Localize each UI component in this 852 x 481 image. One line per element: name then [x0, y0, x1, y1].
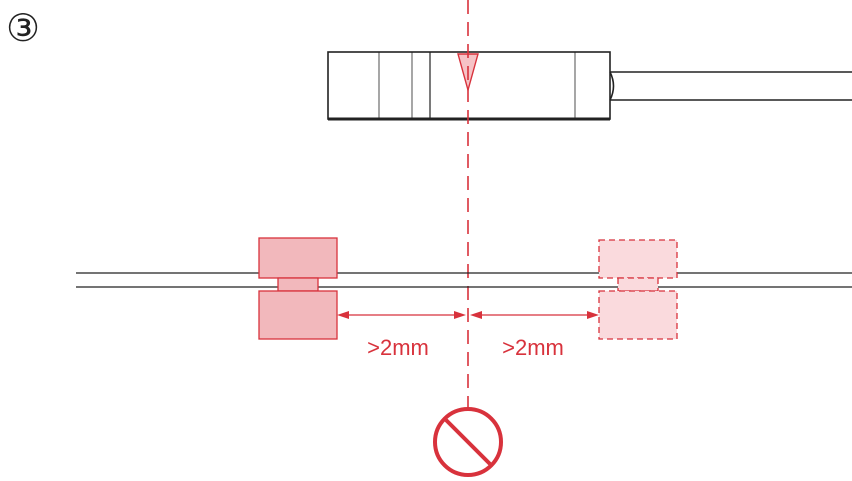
sensor-head: [327, 51, 852, 121]
sensor-cable: [609, 71, 852, 101]
prohibited-icon: [433, 407, 503, 477]
tag-right-ghost: [598, 239, 678, 340]
tag-left: [258, 237, 338, 340]
wire-track: [76, 272, 852, 288]
dimension-arrows: [337, 311, 599, 319]
step-label: ③: [6, 6, 40, 50]
dimension-label-left: >2mm: [367, 335, 429, 360]
dimension-label-right: >2mm: [502, 335, 564, 360]
